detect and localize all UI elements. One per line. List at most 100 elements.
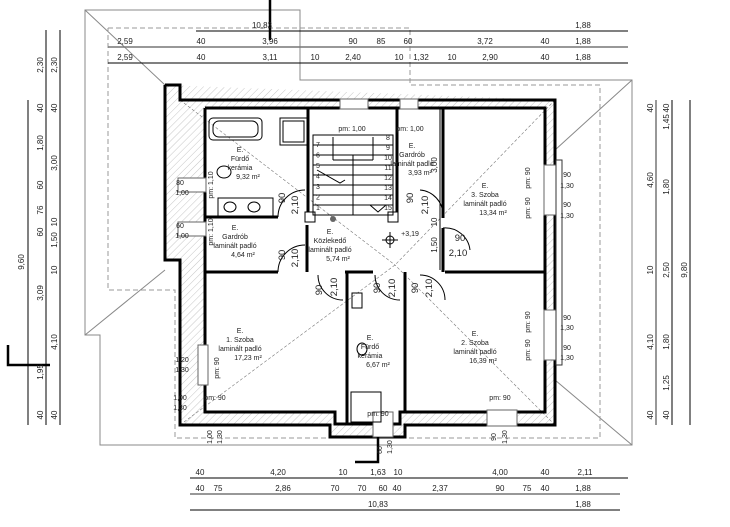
room-bedroom-1-area: 17,23 m² xyxy=(234,355,262,362)
room-bathroom-lower-level: E. xyxy=(367,335,374,342)
room-bathroom-upper-name: Fürdő xyxy=(231,156,249,163)
dimension-label: 40 xyxy=(541,53,550,62)
window-label: pm: 1,00 xyxy=(396,126,423,133)
window-label: pm: 90 xyxy=(525,339,532,361)
window-label: 1,30 xyxy=(560,183,574,190)
dimension-label: 10 xyxy=(430,217,439,226)
room-corridor-area: 5,74 m² xyxy=(326,256,350,263)
toilet-icon xyxy=(216,165,368,356)
stair-step-number: 4 xyxy=(316,174,320,181)
roof-outline xyxy=(84,9,633,446)
dimension-label: 3,11 xyxy=(263,53,279,62)
dimension-label: 10 xyxy=(311,53,320,62)
dimension-label: 9,80 xyxy=(680,262,689,278)
dimension-label: 1,63 xyxy=(370,468,386,477)
door-label: 90 xyxy=(314,285,325,296)
room-bedroom-1-name: 1. Szoba xyxy=(226,337,254,344)
door-label: 90 xyxy=(372,283,383,294)
stair-step-number: 1 xyxy=(316,205,320,212)
dimension-label: 10 xyxy=(394,468,403,477)
window-label: pm: 1,10 xyxy=(208,171,215,198)
room-wardrobe-left-area: 4,64 m² xyxy=(231,252,255,259)
stair-step-number: 11 xyxy=(384,165,391,172)
room-bathroom-upper-floor: kerámia xyxy=(228,165,253,172)
door-swings xyxy=(277,189,471,301)
dimension-label: 1,88 xyxy=(575,500,591,509)
shower-tray-icon xyxy=(350,391,382,423)
dimension-label: 1,25 xyxy=(662,375,671,391)
room-wardrobe-upper-floor: laminált padló xyxy=(390,161,433,168)
dimension-label: 1,88 xyxy=(575,21,591,30)
room-corridor-name: Közlekedő xyxy=(314,238,347,245)
room-wardrobe-left-floor: laminált padló xyxy=(213,243,256,250)
room-bedroom-3-floor: laminált padló xyxy=(463,201,506,208)
dimension-label: 40 xyxy=(196,484,205,493)
dimension-label: 10,83 xyxy=(368,500,389,509)
dimension-label: 2,30 xyxy=(50,57,59,73)
dimension-label: 10 xyxy=(395,53,404,62)
dimension-label: 40 xyxy=(36,103,45,112)
dimension-lines xyxy=(27,30,691,511)
dimension-label: 1,95 xyxy=(36,364,45,380)
dimension-label: 10 xyxy=(50,265,59,274)
dimension-label: 4,10 xyxy=(50,334,59,350)
dimension-label: 75 xyxy=(214,484,223,493)
room-bathroom-lower-name: Fürdő xyxy=(361,344,379,351)
door-label: 2,10 xyxy=(387,279,398,298)
sink-icon xyxy=(217,197,363,309)
stair-step-number: 9 xyxy=(386,145,390,152)
dimension-label: 60 xyxy=(404,37,413,46)
door-label: 2,10 xyxy=(290,249,301,268)
door-label: 90 xyxy=(455,233,466,244)
dimension-label: 75 xyxy=(523,484,532,493)
dimension-label: 1,50 xyxy=(430,237,439,253)
dimension-label: 4,10 xyxy=(646,334,655,350)
stair-step-number: 15 xyxy=(384,205,392,212)
window-label: 1,00 xyxy=(175,190,189,197)
window-label: pm: 1,10 xyxy=(208,218,215,245)
room-bedroom-2-level: E. xyxy=(472,331,479,338)
window-label: 1,30 xyxy=(173,405,187,412)
dimension-label: 60 xyxy=(379,484,388,493)
stair-step-number: 5 xyxy=(316,163,320,170)
door-label: 90 xyxy=(277,193,288,204)
window-label: 90 xyxy=(563,315,571,322)
level-marker-icon xyxy=(382,232,398,248)
dimension-label: 2,59 xyxy=(117,37,133,46)
dimension-label: 2,59 xyxy=(117,53,133,62)
dimension-label: 1,88 xyxy=(575,37,591,46)
dimension-label: 4,60 xyxy=(646,172,655,188)
dimension-label: 3,00 xyxy=(430,157,439,173)
bathtub-icon xyxy=(208,117,263,141)
window-label: 1,30 xyxy=(560,325,574,332)
dimension-label: 10 xyxy=(339,468,348,477)
door-label: 90 xyxy=(405,193,416,204)
dimension-label: 4,20 xyxy=(270,468,286,477)
dimension-label: 1,88 xyxy=(575,484,591,493)
stair-step-number: 12 xyxy=(384,175,392,182)
door-label: 2,10 xyxy=(329,278,340,297)
dimension-label: 1,45 xyxy=(662,114,671,130)
dimension-label: 40 xyxy=(197,37,206,46)
dimension-label: 2,40 xyxy=(345,53,361,62)
door-label: 2,10 xyxy=(424,279,435,298)
window-label: 1,30 xyxy=(387,440,394,454)
dimension-label: 40 xyxy=(50,410,59,419)
dimension-label: 1,32 xyxy=(413,53,429,62)
dimension-label: 4,00 xyxy=(492,468,508,477)
room-wardrobe-left-level: E. xyxy=(232,225,239,232)
window-label: 90 xyxy=(563,345,571,352)
window-label: 1,00 xyxy=(207,430,214,444)
stair-step-number: 2 xyxy=(316,195,320,202)
room-wardrobe-upper-level: E. xyxy=(409,143,416,150)
dimension-label: 60 xyxy=(36,180,45,189)
door-label: 2,10 xyxy=(420,196,431,215)
room-bathroom-upper-area: 9,32 m² xyxy=(236,174,260,181)
window-label: 80 xyxy=(176,180,184,187)
room-wardrobe-upper-name: Gardrób xyxy=(399,152,425,159)
dimension-label: 1,80 xyxy=(36,135,45,151)
room-bedroom-3-name: 3. Szoba xyxy=(471,192,499,199)
window-label: pm: 90 xyxy=(525,197,532,219)
stair-step-number: 8 xyxy=(386,135,390,142)
